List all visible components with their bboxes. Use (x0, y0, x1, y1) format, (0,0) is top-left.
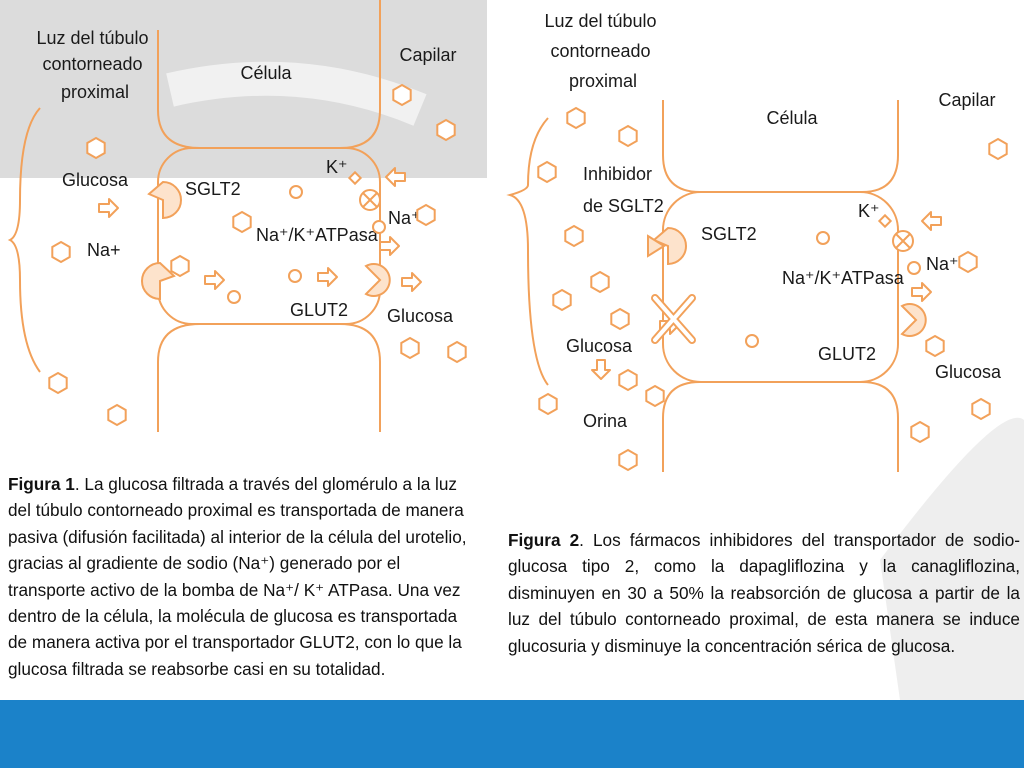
cell-bottom-outline (662, 381, 899, 472)
sodium-ion-icon (288, 269, 302, 283)
footer-band (0, 700, 1024, 768)
na-out-label: Na⁺ (926, 254, 959, 274)
cell-label: Célula (240, 63, 292, 83)
figure-1-caption-title: Figura 1 (8, 474, 75, 494)
glucose-icon (48, 372, 68, 394)
arrow-icon (204, 270, 225, 290)
sglt2-transporter-icon (652, 226, 687, 266)
cell-bottom-outline (157, 323, 381, 432)
arrow-icon (911, 282, 932, 302)
glucose-icon (590, 271, 610, 293)
glucose-icon (618, 125, 638, 147)
urine-label: Orina (583, 411, 628, 431)
watermark-shape (880, 417, 1024, 700)
sodium-ion-icon (816, 231, 830, 245)
sodium-ion-icon (289, 185, 303, 199)
cell-label: Célula (766, 108, 818, 128)
glucose-icon (910, 421, 930, 443)
arrow-icon (317, 267, 338, 287)
glucose-icon (392, 84, 412, 106)
inhibitor-label: Inhibidor de SGLT2 (583, 164, 664, 216)
figure-2-caption-title: Figura 2 (508, 530, 580, 550)
sodium-ion-icon (907, 261, 921, 275)
figure-1-caption: Figura 1. La glucosa filtrada a través d… (8, 471, 478, 682)
glucose-icon (400, 337, 420, 359)
glucose-icon (645, 385, 665, 407)
glucose-icon (925, 335, 945, 357)
glucose-icon (170, 255, 190, 277)
arrow-down-icon (591, 359, 611, 380)
figure-1-caption-text: . La glucosa filtrada a través del glomé… (8, 474, 467, 679)
lumen-brace (506, 117, 549, 386)
arrow-icon (379, 236, 400, 256)
glut2-label: GLUT2 (290, 300, 348, 320)
arrow-icon (921, 211, 942, 231)
glut2-label: GLUT2 (818, 344, 876, 364)
na-k-atpase-label: Na⁺/K⁺ATPasa (782, 268, 905, 288)
lumen-brace (7, 107, 41, 373)
glucose-icon (988, 138, 1008, 160)
glucose-capillary-label: Glucosa (935, 362, 1002, 382)
capillary-label: Capilar (399, 45, 456, 65)
glucose-icon (416, 204, 436, 226)
glucose-icon (436, 119, 456, 141)
glucose-icon (564, 225, 584, 247)
k-ion-label: K⁺ (326, 157, 348, 177)
lumen-label: Luz del túbulo contorneado proximal (36, 28, 153, 102)
watermark-swoosh (166, 61, 427, 126)
na-k-atpase-label: Na⁺/K⁺ATPasa (256, 225, 379, 245)
sglt2-label: SGLT2 (701, 224, 757, 244)
glucose-icon (618, 369, 638, 391)
sglt2-transporter-icon (141, 261, 176, 301)
sodium-ion-icon (745, 334, 759, 348)
figure-2: Luz del túbulo contorneado proximal Célu… (506, 11, 1008, 472)
potassium-ion-icon (347, 170, 363, 186)
glucose-icon (538, 393, 558, 415)
glut2-transporter-icon (364, 263, 391, 297)
glucose-capillary-label: Glucosa (387, 306, 454, 326)
na-k-pump-cross-icon (362, 192, 378, 208)
sodium-label: Na+ (87, 240, 121, 260)
glut2-transporter-icon (900, 303, 927, 337)
figure-2-caption: Figura 2. Los fármacos inhibidores del t… (508, 527, 1020, 659)
glucose-lumen-label: Glucosa (62, 170, 129, 190)
glucose-icon (447, 341, 467, 363)
capillary-label: Capilar (938, 90, 995, 110)
glucose-icon (232, 211, 252, 233)
glucose-icon (51, 241, 71, 263)
glucose-icon (86, 137, 106, 159)
sodium-ion-icon (227, 290, 241, 304)
glucose-icon (618, 449, 638, 471)
na-k-pump-cross-icon (895, 233, 911, 249)
figure-1: Luz del túbulo contorneado proximal Célu… (7, 0, 467, 432)
arrow-icon (401, 272, 422, 292)
lumen-label: Luz del túbulo contorneado proximal (544, 11, 661, 91)
block-cross-inner-icon (653, 296, 694, 342)
glucose-icon (971, 398, 991, 420)
sglt2-label: SGLT2 (185, 179, 241, 199)
glucose-icon (610, 308, 630, 330)
glucose-icon (552, 289, 572, 311)
arrow-icon (98, 198, 119, 218)
potassium-ion-icon (877, 213, 893, 229)
na-out-label: Na⁺ (388, 208, 421, 228)
glucose-icon (537, 161, 557, 183)
sodium-ion-icon (372, 220, 386, 234)
glucose-lumen-label: Glucosa (566, 336, 633, 356)
glucose-icon (107, 404, 127, 426)
k-ion-label: K⁺ (858, 201, 880, 221)
figure-2-caption-text: . Los fármacos inhibidores del transport… (508, 530, 1020, 656)
inhibitor-molecule-icon (647, 234, 666, 258)
glucose-icon (958, 251, 978, 273)
sglt2-transporter-icon (147, 180, 182, 220)
glucose-icon (566, 107, 586, 129)
